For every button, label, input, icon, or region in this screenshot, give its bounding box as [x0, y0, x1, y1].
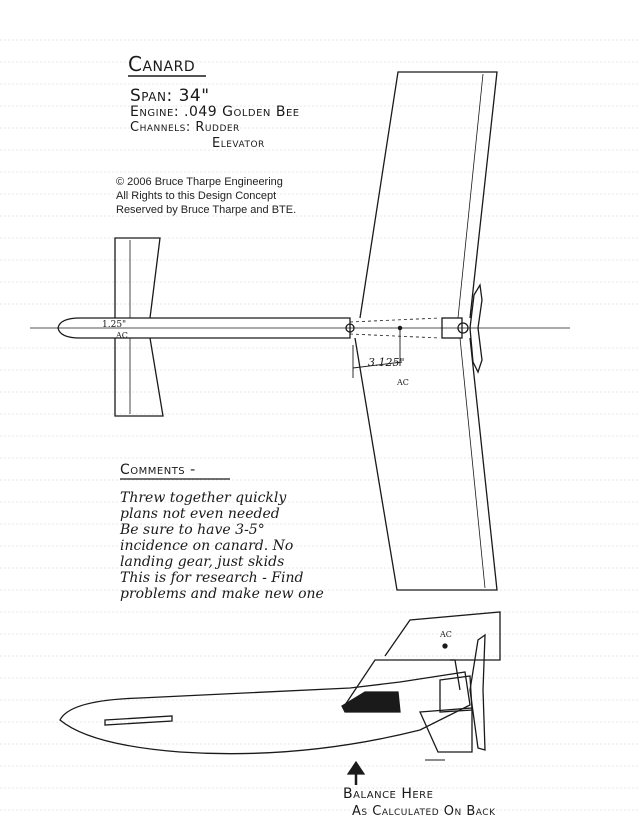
engine-label: Engine: .049 Golden Bee [130, 104, 300, 120]
copyright-line-3: Reserved by Bruce Tharpe and BTE. [116, 204, 297, 216]
comment-line: incidence on canard. No [120, 538, 294, 554]
comment-line: This is for research - Find [120, 570, 304, 586]
dim-line [352, 361, 403, 369]
comment-line: Threw together quickly [120, 490, 287, 506]
rudder [419, 707, 473, 753]
comments-heading: Comments - [120, 462, 196, 478]
black-wedge [341, 691, 401, 713]
fuselage-top [57, 317, 351, 339]
canard-upper [114, 237, 161, 319]
comment-line: Be sure to have 3-5° [120, 522, 265, 538]
engine-mount [441, 317, 463, 339]
firewall-dot [345, 323, 355, 333]
canopy-slot [104, 715, 173, 726]
comment-line: landing gear, just skids [120, 554, 285, 570]
propeller-top [469, 283, 483, 374]
comment-line: plans not even needed [120, 506, 280, 522]
propeller-side [469, 633, 486, 751]
canard-lower [114, 337, 164, 417]
copyright-block: © 2006 Bruce Tharpe Engineering All Righ… [116, 175, 296, 217]
balance-line-1: Balance Here [343, 786, 434, 802]
dimension-label: 3.125" [368, 356, 405, 369]
span-label: Span: 34" [130, 86, 210, 106]
wing-pylon [344, 659, 461, 706]
wing-lower [354, 337, 498, 591]
balance-arrow-icon [346, 760, 366, 785]
channels-label-2: Elevator [212, 136, 265, 151]
channels-label: Channels: Rudder [130, 120, 240, 135]
balance-line-2: As Calculated On Back [352, 804, 496, 819]
canard-ac-sub: AC [116, 331, 128, 340]
side-ac-label: AC [440, 630, 452, 639]
top-view [30, 71, 570, 591]
side-view [59, 611, 501, 785]
copyright-line-1: © 2006 Bruce Tharpe Engineering [116, 176, 283, 188]
copyright-line-2: All Rights to this Design Concept [116, 190, 277, 202]
wing-upper [359, 71, 498, 319]
wing-panel [384, 611, 501, 661]
ruled-lines [0, 39, 640, 811]
title: Canard [128, 52, 196, 76]
dimension-ac-label: AC [397, 378, 409, 387]
canard-ac-label: 1.25" [102, 320, 127, 330]
comments-body: Threw together quickly plans not even ne… [120, 490, 324, 602]
fuselage-side [59, 671, 471, 755]
comment-line: problems and make new one [120, 586, 324, 602]
